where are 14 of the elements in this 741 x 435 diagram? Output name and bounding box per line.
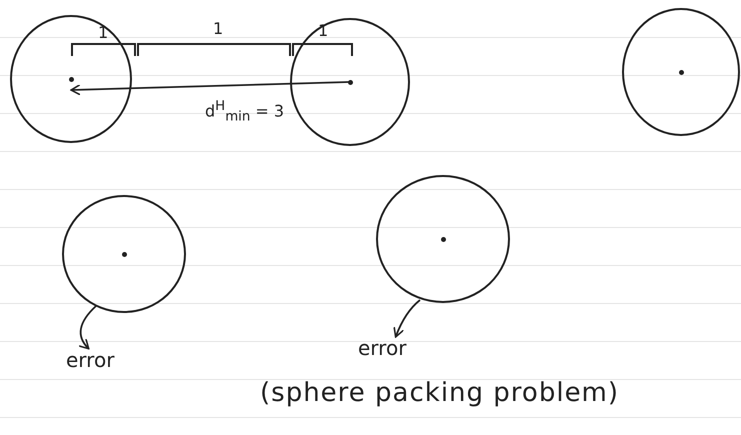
sphere-circle [62, 195, 186, 313]
arrow [393, 299, 421, 338]
dimension-label: 1 [213, 20, 224, 38]
sphere-circle [290, 18, 410, 146]
dimension-label: 1 [98, 24, 108, 42]
error-label: error [66, 350, 114, 370]
edge-label: d$^{H}$$_{min}$ = 3 [205, 100, 284, 126]
arrow [70, 81, 350, 96]
sphere-circle [376, 175, 510, 303]
error-label: error [358, 338, 406, 358]
sphere-circle [622, 8, 740, 136]
sphere-circle [10, 15, 132, 143]
arrow [78, 305, 97, 350]
caption: (sphere packing problem) [260, 378, 620, 408]
